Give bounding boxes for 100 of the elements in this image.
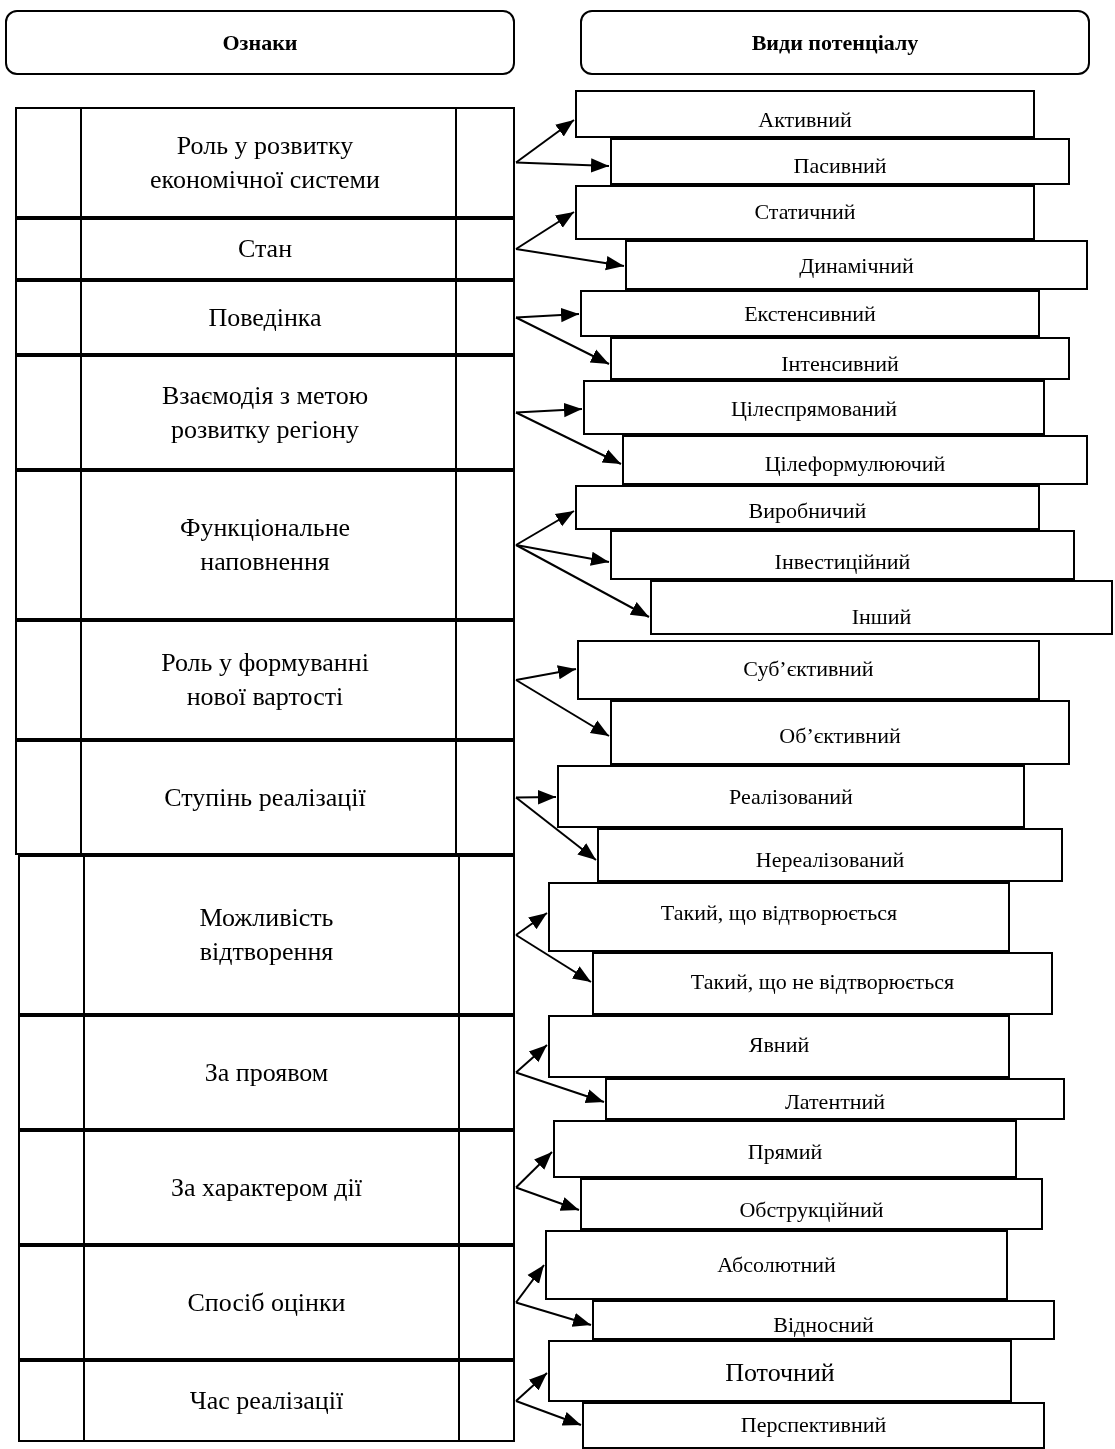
arrow — [515, 158, 610, 173]
type-label: Латентний — [783, 1089, 887, 1115]
type-box — [583, 380, 1045, 435]
arrow — [515, 1372, 548, 1402]
arrow — [515, 1151, 553, 1189]
arrow — [515, 665, 577, 681]
arrow — [515, 1264, 545, 1304]
type-box — [545, 1230, 1008, 1300]
feature-label: Роль у формуванні нової вартості — [160, 647, 370, 713]
arrow — [515, 796, 597, 861]
arrow — [515, 1186, 580, 1211]
arrow — [515, 1071, 605, 1104]
feature-row-box — [15, 355, 515, 470]
arrow — [515, 316, 610, 365]
feature-row-box — [18, 1360, 515, 1442]
type-label: Статичний — [753, 199, 857, 225]
type-label: Суб’єктивний — [742, 656, 875, 682]
type-box — [575, 185, 1035, 240]
type-label: Відносний — [772, 1312, 875, 1338]
type-box — [610, 530, 1075, 580]
type-label: Нереалізований — [754, 847, 906, 873]
type-label: Явний — [747, 1032, 811, 1058]
feature-row-box — [15, 107, 515, 218]
type-label: Прямий — [746, 1139, 824, 1165]
type-box — [597, 828, 1063, 882]
type-label: Обструкційний — [738, 1197, 885, 1223]
feature-row-box — [15, 218, 515, 280]
arrow — [515, 211, 575, 250]
type-label: Реалізований — [728, 784, 854, 810]
type-box — [575, 485, 1040, 530]
arrow — [515, 1400, 582, 1426]
feature-label: Поведінка — [207, 301, 323, 334]
feature-row-box — [15, 280, 515, 355]
type-label: Цілеспрямований — [729, 396, 899, 422]
type-label: Об’єктивний — [778, 723, 902, 749]
arrow — [515, 119, 575, 164]
feature-row-box — [15, 740, 515, 855]
type-label: Перспективний — [739, 1412, 888, 1438]
arrow — [515, 248, 625, 271]
feature-label: Функціональне наповнення — [178, 512, 352, 578]
type-box — [580, 1178, 1043, 1230]
arrow — [515, 411, 622, 465]
type-box — [610, 337, 1070, 380]
feature-label: Можливість відтворення — [198, 902, 335, 968]
type-label: Виробничий — [747, 498, 868, 524]
type-box — [582, 1402, 1045, 1449]
header-box: Види потенціалу — [580, 10, 1090, 75]
arrow — [515, 790, 557, 805]
feature-label: Час реалізації — [188, 1385, 345, 1417]
feature-row-box — [15, 620, 515, 740]
arrow — [515, 402, 583, 418]
type-box — [548, 1015, 1010, 1078]
type-box — [622, 435, 1088, 485]
arrow — [515, 1301, 592, 1327]
type-box — [580, 290, 1040, 337]
feature-label: Роль у розвитку економічної системи — [149, 129, 381, 196]
type-label: Екстенсивний — [743, 301, 877, 327]
type-label: Такий, що не відтворюється — [689, 969, 956, 995]
arrow — [515, 679, 610, 737]
arrow — [515, 510, 575, 546]
arrow — [515, 912, 548, 936]
feature-label: Спосіб оцінки — [186, 1286, 347, 1319]
feature-row-box — [18, 1245, 515, 1360]
type-label: Поточний — [724, 1360, 836, 1386]
feature-label: Взаємодія з метою розвитку регіону — [160, 379, 370, 446]
type-box — [592, 952, 1053, 1015]
type-label: Абсолютний — [716, 1252, 837, 1278]
type-box — [548, 882, 1010, 952]
arrow — [515, 307, 580, 323]
feature-row-box — [15, 470, 515, 620]
arrow — [515, 544, 650, 618]
feature-label: Ступінь реалізації — [163, 781, 367, 814]
type-label: Інвестиційний — [773, 549, 912, 575]
arrow — [515, 1044, 548, 1074]
feature-row-box — [18, 1130, 515, 1245]
type-box — [650, 580, 1113, 635]
type-box — [610, 138, 1070, 185]
type-box — [592, 1300, 1055, 1340]
type-label: Такий, що відтворюється — [659, 900, 899, 926]
type-box — [577, 640, 1040, 700]
header-box: Ознаки — [5, 10, 515, 75]
type-label: Активний — [757, 107, 853, 133]
arrow — [515, 934, 592, 983]
feature-row-box — [18, 1015, 515, 1130]
type-label: Динамічний — [798, 253, 915, 279]
type-box — [625, 240, 1088, 290]
type-label: Інтенсивний — [780, 351, 900, 377]
type-label: Цілеформулюючий — [763, 451, 947, 477]
feature-label: Стан — [236, 233, 294, 265]
type-box — [548, 1340, 1012, 1402]
feature-row-box — [18, 855, 515, 1015]
feature-label: За проявом — [203, 1056, 330, 1089]
type-box — [557, 765, 1025, 828]
arrow — [515, 544, 610, 566]
type-label: Інший — [850, 604, 913, 630]
type-box — [575, 90, 1035, 138]
type-label: Пасивний — [792, 153, 888, 179]
type-box — [610, 700, 1070, 765]
type-box — [605, 1078, 1065, 1120]
feature-label: За характером дії — [169, 1171, 364, 1204]
